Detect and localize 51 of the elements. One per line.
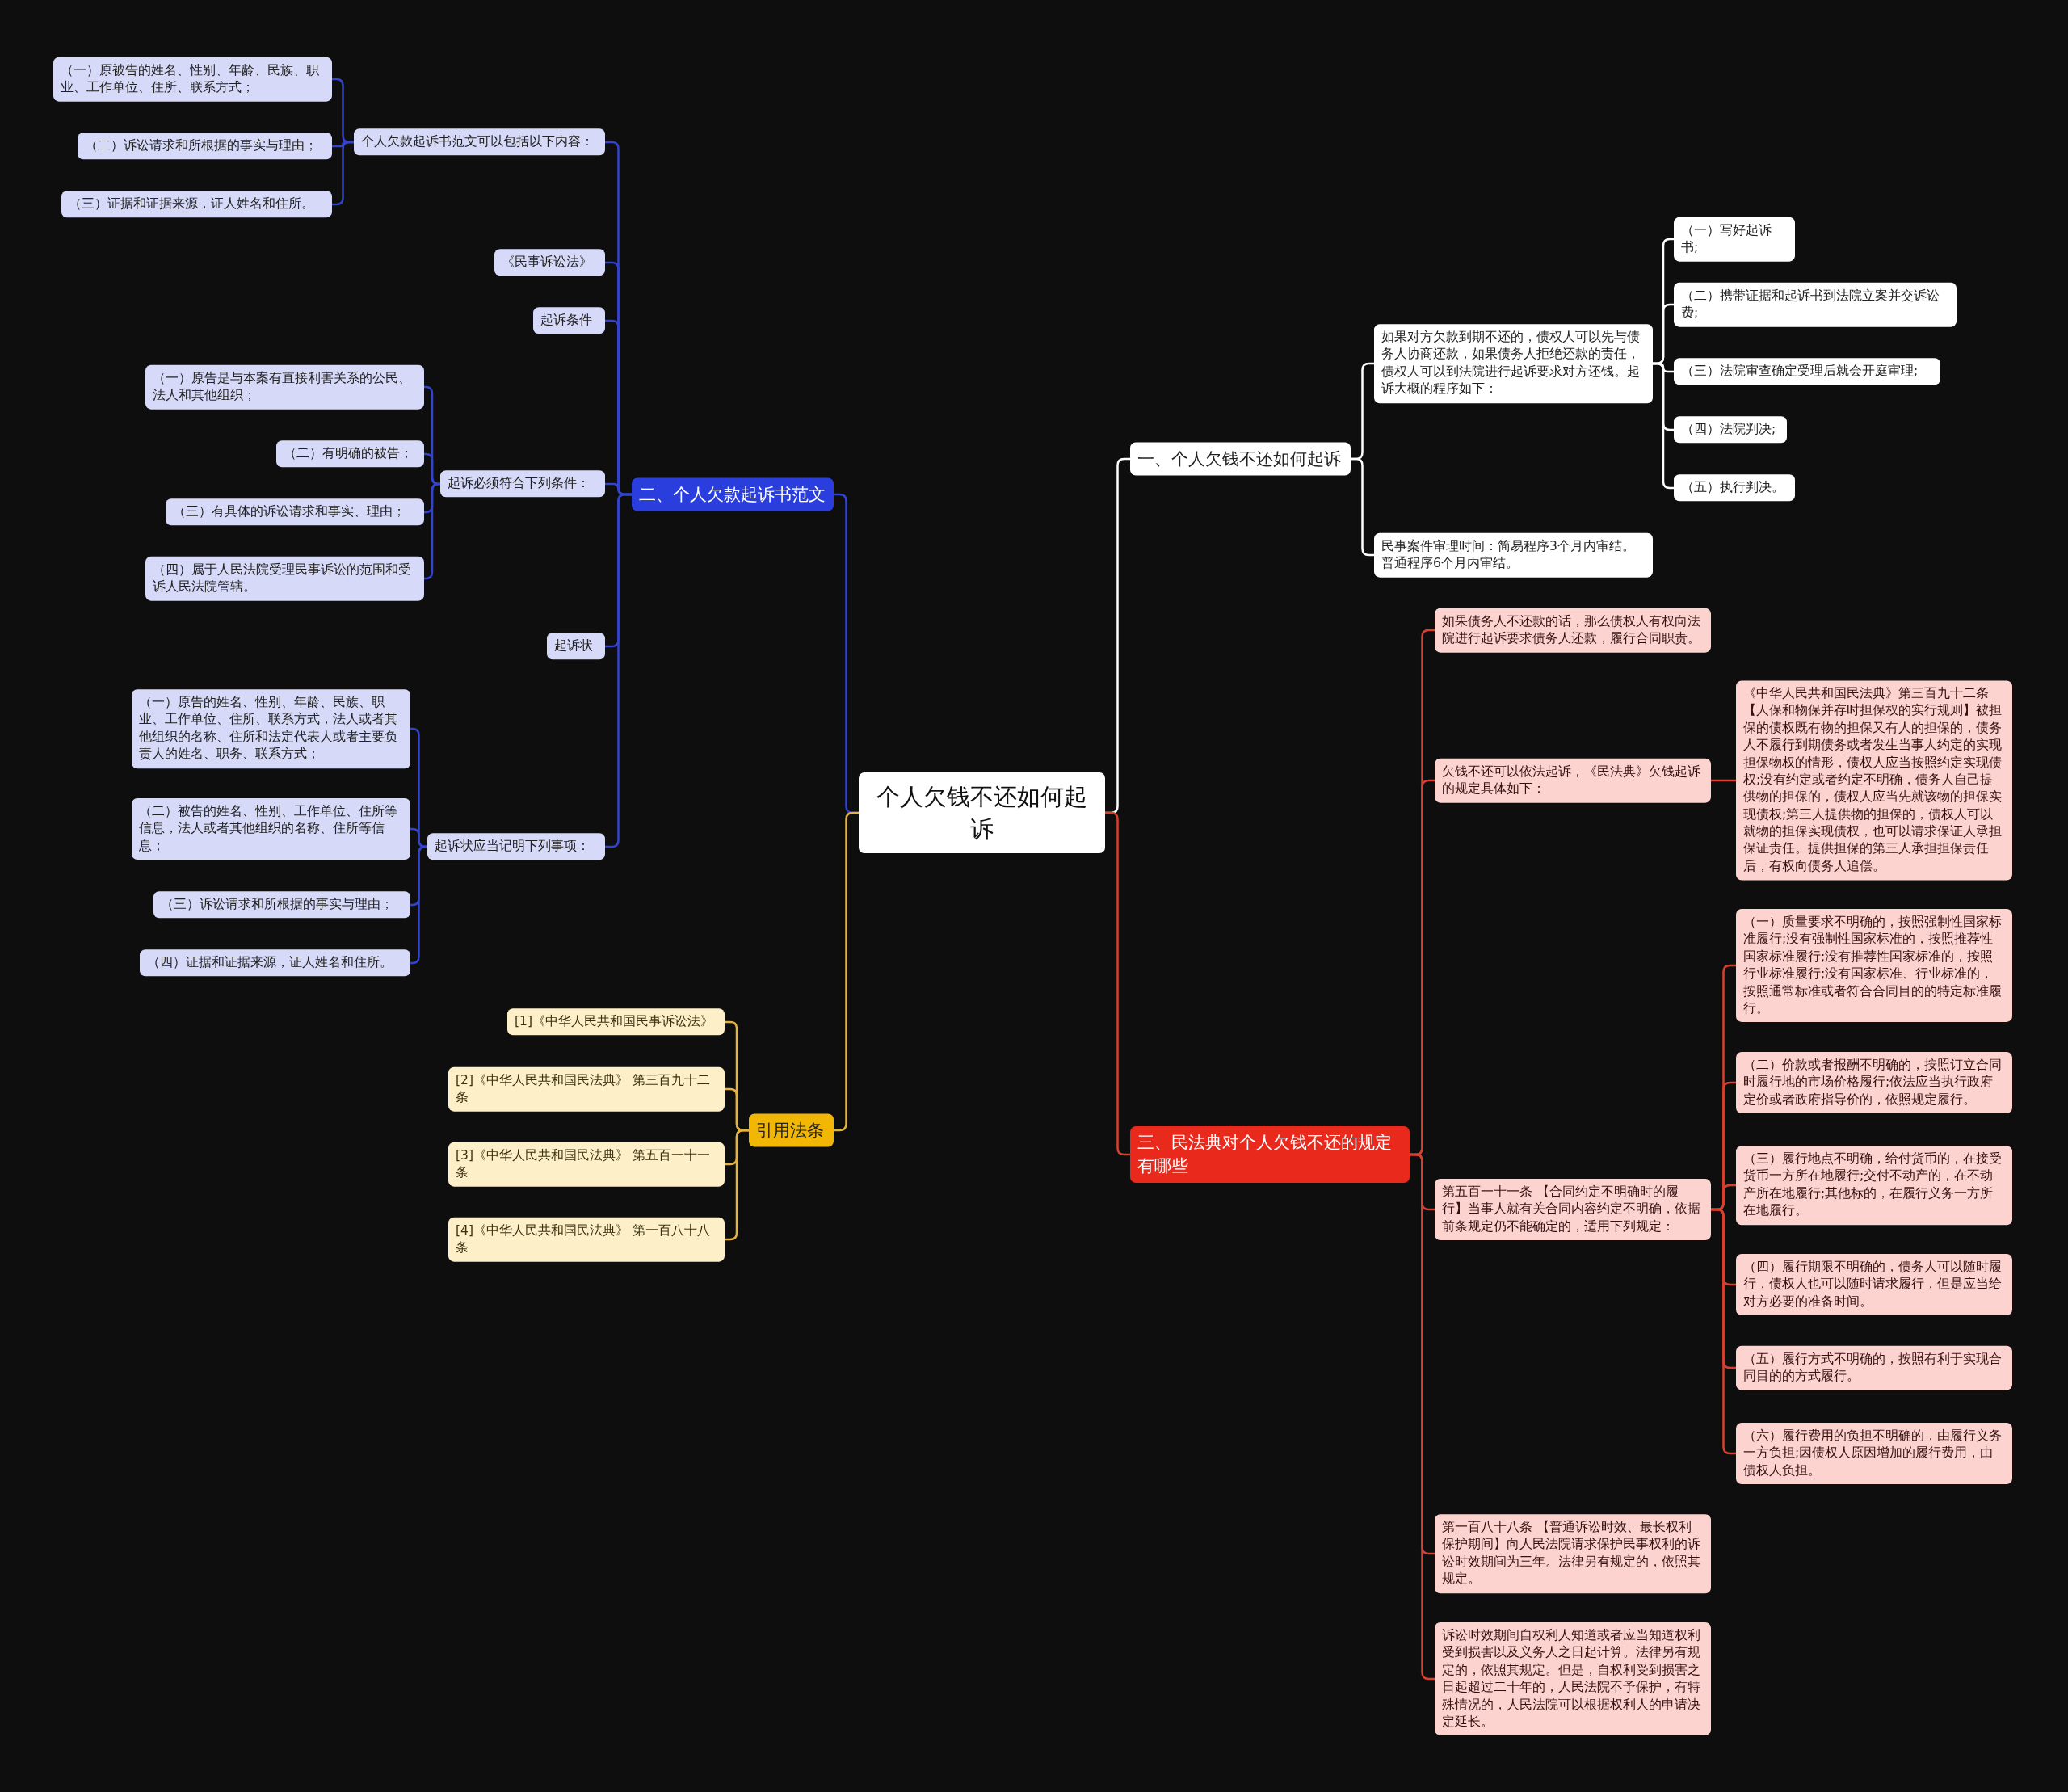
- topic-box: 二、个人欠款起诉书范文: [632, 477, 834, 511]
- subtopic-box: （四）属于人民法院受理民事诉讼的范围和受诉人民法院管辖。: [145, 556, 424, 601]
- subtopic-box: 如果对方欠款到期不还的，债权人可以先与债务人协商还款，如果债务人拒绝还款的责任，债权人可以到法院进行起诉要求对方还钱。起诉大概的程序如下：: [1374, 324, 1653, 403]
- connector-line: [1711, 779, 1736, 782]
- subtopic-box: 如果债务人不还款的话，那么债权人有权向法院进行起诉要求债务人还款，履行合同职责。: [1435, 608, 1711, 653]
- central-topic-box: 个人欠钱不还如何起诉: [859, 772, 1105, 853]
- connector-line: [834, 811, 859, 1132]
- subtopic-box: 《民事诉讼法》: [494, 249, 605, 276]
- subtopic-box: 起诉状应当记明下列事项：: [427, 833, 605, 860]
- subtopic-box: （二）价款或者报酬不明确的，按照订立合同时履行地的市场价格履行;依法应当执行政府定价或者政府指导价的，依照规定履行。: [1736, 1051, 2012, 1114]
- subtopic-box: （三）证据和证据来源，证人姓名和住所。: [61, 191, 332, 218]
- subtopic-box: 起诉状: [547, 633, 605, 660]
- subtopic-box: 个人欠款起诉书范文可以包括以下内容：: [354, 128, 605, 156]
- subtopic-box: [1]《中华人民共和国民事诉讼法》: [507, 1008, 725, 1036]
- subtopic-box: （一）写好起诉书;: [1674, 217, 1795, 262]
- subtopic-box: （二）有明确的被告；: [276, 440, 424, 468]
- subtopic-box: 第一百八十八条 【普通诉讼时效、最长权利保护期间】向人民法院请求保护民事权利的诉讼时效期间为三年。法律另有规定的，依照其规定。: [1435, 1514, 1711, 1593]
- subtopic-box: 欠钱不还可以依法起诉，《民法典》欠钱起诉的规定具体如下：: [1435, 758, 1711, 803]
- subtopic-box: （二）被告的姓名、性别、工作单位、住所等信息，法人或者其他组织的名称、住所等信息；: [132, 797, 410, 860]
- subtopic-box: （一）原告是与本案有直接利害关系的公民、法人和其他组织；: [145, 364, 424, 410]
- subtopic-box: （三）法院审查确定受理后就会开庭审理;: [1674, 358, 1940, 385]
- subtopic-box: （三）诉讼请求和所根据的事实与理由；: [153, 891, 410, 919]
- subtopic-box: [4]《中华人民共和国民法典》 第一百八十八条: [448, 1217, 725, 1262]
- topic-box: 一、个人欠钱不还如何起诉: [1130, 442, 1351, 476]
- subtopic-box: 第五百一十一条 【合同约定不明确时的履行】当事人就有关合同内容约定不明确，依据前条规定仍不能确定的，适用下列规定：: [1435, 1178, 1711, 1241]
- subtopic-box: （六）履行费用的负担不明确的，由履行义务一方负担;因债权人原因增加的履行费用，由债权人负担。: [1736, 1422, 2012, 1485]
- subtopic-box: （五）履行方式不明确的，按照有利于实现合同目的的方式履行。: [1736, 1345, 2012, 1390]
- subtopic-box: （四）履行期限不明确的，债务人可以随时履行，债权人也可以随时请求履行，但是应当给对方必要的准备时间。: [1736, 1253, 2012, 1316]
- subtopic-box: （四）证据和证据来源，证人姓名和住所。: [140, 949, 410, 977]
- connector-line: [1105, 811, 1130, 1156]
- subtopic-box: 起诉必须符合下列条件：: [440, 470, 605, 498]
- connector-line: [605, 493, 632, 848]
- subtopic-box: （三）有具体的诉讼请求和事实、理由；: [166, 498, 424, 526]
- connector-line: [424, 482, 440, 580]
- connector-line: [410, 845, 427, 965]
- subtopic-box: [2]《中华人民共和国民法典》 第三百九十二条: [448, 1066, 725, 1112]
- subtopic-box: （四）法院判决;: [1674, 416, 1787, 444]
- topic-box: 三、民法典对个人欠钱不还的规定有哪些: [1130, 1126, 1410, 1183]
- topic-box: 引用法条: [749, 1113, 834, 1147]
- subtopic-box: （三）履行地点不明确，给付货币的，在接受货币一方所在地履行;交付不动产的，在不动产所在地履行;其他标的，在履行义务一方所在地履行。: [1736, 1146, 2012, 1225]
- subtopic-box: [3]《中华人民共和国民法典》 第五百一十一条: [448, 1142, 725, 1187]
- subtopic-box: 诉讼时效期间自权利人知道或者应当知道权利受到损害以及义务人之日起计算。法律另有规定的，依照其规定。但是，自权利受到损害之日起超过二十年的，人民法院不予保护，有特殊情况的，人民法院可以根据权利人的申请决定延长。: [1435, 1622, 1711, 1736]
- subtopic-box: （一）原告的姓名、性别、年龄、民族、职业、工作单位、住所、联系方式，法人或者其他组织的名称、住所和法定代表人或者主要负责人的姓名、职务、联系方式；: [132, 689, 410, 768]
- subtopic-box: （二）携带证据和起诉书到法院立案并交诉讼费;: [1674, 282, 1957, 327]
- subtopic-box: （一）质量要求不明确的，按照强制性国家标准履行;没有强制性国家标准的，按照推荐性国家标准履行;没有推荐性国家标准的，按照行业标准履行;没有国家标准、行业标准的，按照通常标准或者符合合同目的的特定标准履行。: [1736, 908, 2012, 1023]
- subtopic-box: （五）执行判决。: [1674, 474, 1795, 502]
- subtopic-box: 起诉条件: [533, 307, 605, 334]
- subtopic-box: 《中华人民共和国民法典》第三百九十二条【人保和物保并存时担保权的实行规则】被担保的债权既有物的担保又有人的担保的，债务人不履行到期债务或者发生当事人约定的实现担保物权的情形，债权人应当按照约定实现债权;没有约定或者约定不明确，债务人自己提供物的担保的，债权人应当先就该物的担保实现债权;第三人提供物的担保的，债权人可以就物的担保实现债权，也可以请求保证人承担保证责任。提供担保的第三人承担担保责任后，有权向债务人追偿。: [1736, 680, 2012, 881]
- subtopic-box: （一）原被告的姓名、性别、年龄、民族、职业、工作单位、住所、联系方式；: [53, 57, 332, 102]
- subtopic-box: （二）诉讼请求和所根据的事实与理由；: [78, 133, 332, 160]
- subtopic-box: 民事案件审理时间：简易程序3个月内审结。普通程序6个月内审结。: [1374, 532, 1653, 578]
